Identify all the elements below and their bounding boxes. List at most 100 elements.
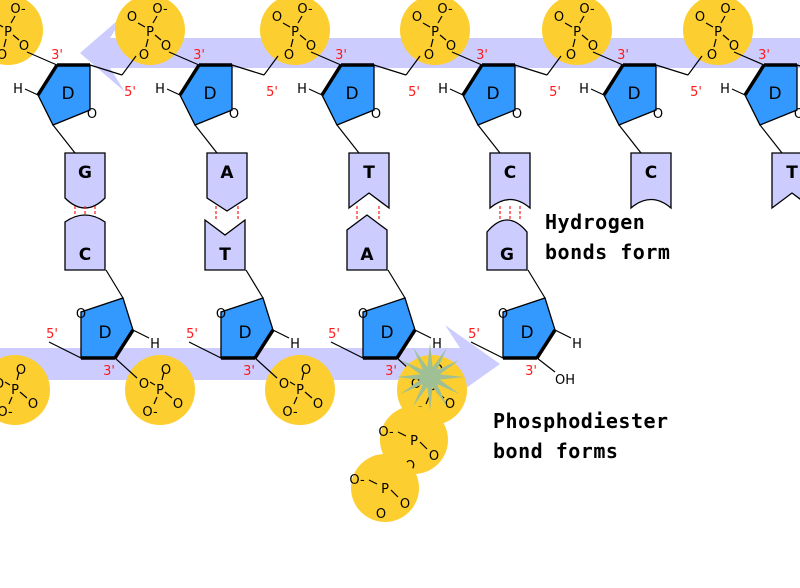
sugar-label: D xyxy=(203,84,216,104)
bond-line xyxy=(290,38,294,48)
oxygen-5prime-link: O xyxy=(16,363,26,378)
hydrogen-atom: H xyxy=(150,337,160,352)
backbone-link xyxy=(263,55,279,76)
backbone-link xyxy=(514,64,548,76)
sugar-bold-edge xyxy=(743,64,766,96)
oxygen-3prime-link: O xyxy=(588,39,598,54)
phosphate-group: POO-OO xyxy=(400,0,470,65)
sugar-label: D xyxy=(768,84,781,104)
bond-line xyxy=(581,34,589,41)
bond-line xyxy=(24,88,39,96)
oxygen-3prime-link: O xyxy=(19,39,29,54)
hydrogen-caption-line-1: Hydrogen xyxy=(545,210,646,234)
phosphorus-atom: P xyxy=(4,25,12,40)
oxygen-minus: O- xyxy=(579,2,595,17)
ring-oxygen: O xyxy=(76,307,86,322)
sugar-bold-edge xyxy=(395,329,417,359)
bridging-oxygen: O xyxy=(376,507,386,522)
backbone-link xyxy=(254,357,278,379)
backbone-link xyxy=(405,55,421,76)
oxygen-5prime-link: O xyxy=(139,48,149,63)
prime-5-label: 5' xyxy=(549,85,561,100)
phosphate-group: POO-OO xyxy=(125,355,195,425)
ring-oxygen: O xyxy=(371,107,381,122)
base-block xyxy=(771,152,800,210)
oxygen-minus: O- xyxy=(10,2,26,17)
backbone-link xyxy=(655,64,689,76)
bond-line xyxy=(439,34,447,41)
bottom-backbone-arrow xyxy=(0,325,500,403)
phosphate-group: POO-OO xyxy=(115,0,185,65)
prime-3-label: 3' xyxy=(758,48,770,63)
bond-line xyxy=(4,381,11,386)
sugar-label: D xyxy=(380,323,393,343)
oxygen-minus: O- xyxy=(152,2,168,17)
oxygen-5prime-link: O xyxy=(424,48,434,63)
hydrogen-atom: H xyxy=(572,337,582,352)
hydrogen-bonds-caption: Hydrogen bonds form xyxy=(545,207,670,267)
ring-oxygen: O xyxy=(216,307,226,322)
backbone-link xyxy=(114,357,138,379)
backbone-link xyxy=(546,55,562,76)
sugar-bold-edge xyxy=(253,329,275,359)
bond-line xyxy=(161,371,165,381)
glycosidic-bond xyxy=(105,269,124,299)
sugar-bold-edge xyxy=(535,329,557,359)
base-block xyxy=(348,152,390,210)
prime-3-label: 3' xyxy=(385,364,397,379)
backbone-link xyxy=(89,64,123,76)
phosphate-circle xyxy=(0,355,50,425)
oxygen-5prime-link: O xyxy=(0,48,7,63)
backbone-link xyxy=(188,341,222,359)
glycosidic-bond xyxy=(759,124,783,154)
double-bond xyxy=(705,22,714,28)
prime-3-label: 3' xyxy=(525,364,537,379)
oxygen-3prime-link: O xyxy=(446,39,456,54)
backbone-link xyxy=(26,51,58,66)
phosphate-circle xyxy=(265,355,335,425)
bond-line xyxy=(145,38,149,48)
bond-line xyxy=(414,329,432,339)
phosphodiester-caption-line-1: Phosphodiester xyxy=(493,409,669,433)
bond-line xyxy=(368,479,378,485)
sugar-label: D xyxy=(345,84,358,104)
prime-5-label: 5' xyxy=(46,327,58,342)
double-bond xyxy=(0,24,4,28)
bottom-strand: POO-OOPOO-OOPOO-OODOH3'5'CDOH3'5'TDOH3'5… xyxy=(0,214,582,425)
prime-5-label: 5' xyxy=(468,327,480,342)
backbone-link xyxy=(687,55,703,76)
prime-3-label: 3' xyxy=(51,48,63,63)
backbone-link xyxy=(470,341,504,359)
bond-line xyxy=(731,88,746,96)
phosphorus-atom: P xyxy=(146,25,154,40)
phosphate-circle xyxy=(125,355,195,425)
ring-oxygen: O xyxy=(87,107,97,122)
oxygen-double-bond: O xyxy=(400,497,410,512)
base-block xyxy=(486,219,528,271)
sugar-bold-edge xyxy=(113,329,135,359)
bond-line xyxy=(3,38,7,48)
hydrogen-caption-line-2: bonds form xyxy=(545,240,671,264)
bond-line xyxy=(590,88,605,96)
sugar-bold-edge xyxy=(178,64,201,96)
base-letter: G xyxy=(500,245,514,265)
base-letter: C xyxy=(645,163,657,183)
bond-line xyxy=(16,371,20,381)
glycosidic-bond xyxy=(52,124,76,154)
prime-3-label: 3' xyxy=(335,48,347,63)
double-bond xyxy=(422,22,431,28)
bond-line xyxy=(437,15,443,24)
backbone-link xyxy=(733,51,765,66)
phosphate-group: POO-OO xyxy=(260,0,330,65)
sugar-bold-edge xyxy=(320,64,343,96)
oxygen-3prime-link: O xyxy=(306,39,316,54)
phosphate-circle xyxy=(260,0,330,65)
phosphate-circle xyxy=(683,0,753,65)
prime-3-label: 3' xyxy=(243,364,255,379)
bond-line xyxy=(536,357,556,373)
prime-5-label: 5' xyxy=(690,85,702,100)
